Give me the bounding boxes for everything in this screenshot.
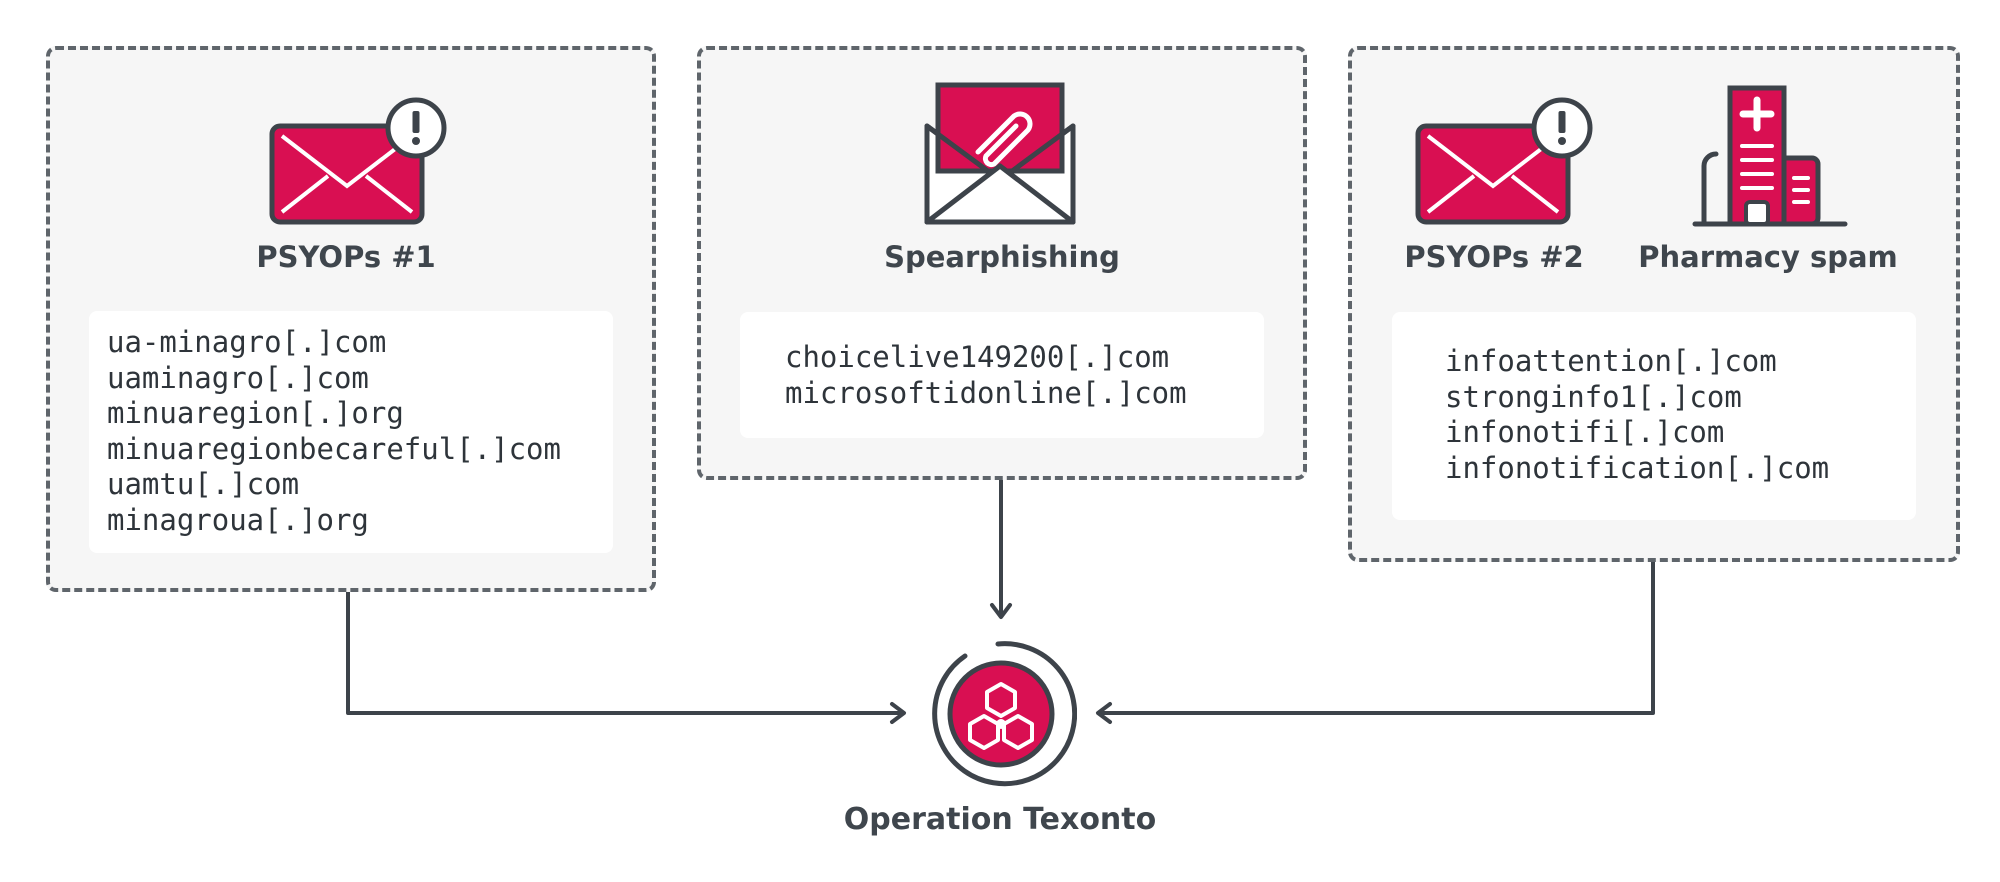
- panel-label-pharmacy-spam: Pharmacy spam: [1638, 240, 1898, 274]
- domain-entry: infonotifi[.]com: [1445, 415, 1725, 449]
- domain-entry: uaminagro[.]com: [107, 360, 369, 395]
- domain-entry: infoattention[.]com: [1445, 344, 1777, 378]
- domain-entry: choicelive149200[.]com: [785, 340, 1170, 374]
- biohazard-icon: [932, 641, 1077, 787]
- envelope-with-attachment-icon: [924, 82, 1076, 225]
- domain-list-psyops-1: ua-minagro[.]com uaminagro[.]com minuare…: [89, 311, 613, 553]
- domain-list-psyops-2: infoattention[.]com stronginfo1[.]com in…: [1392, 312, 1916, 520]
- warning-envelope-icon: [269, 97, 447, 225]
- domain-entry: minuaregionbecareful[.]com: [107, 431, 561, 466]
- domain-list-spearphishing: choicelive149200[.]com microsoftidonline…: [740, 312, 1264, 438]
- pharmacy-building-icon: [1692, 85, 1848, 227]
- domain-entry: infonotification[.]com: [1445, 450, 1830, 485]
- panel-label-psyops-1: PSYOPs #1: [256, 240, 436, 274]
- domain-entry: stronginfo1[.]com: [1445, 379, 1742, 414]
- connector-psyops2: [1098, 558, 1655, 715]
- domain-entry: uamtu[.]com: [107, 467, 300, 501]
- arrowhead-down: [990, 603, 1012, 619]
- target-label: Operation Texonto: [843, 802, 1157, 837]
- panel-label-spearphishing: Spearphishing: [884, 240, 1120, 274]
- domain-entry: ua-minagro[.]com: [107, 325, 387, 359]
- panel-label-psyops-2: PSYOPs #2: [1404, 240, 1584, 274]
- connector-psyops1: [346, 590, 904, 715]
- domain-entry: minuaregion[.]org: [107, 396, 404, 430]
- arrowhead-left: [890, 702, 906, 724]
- domain-entry: minagroua[.]org: [107, 502, 369, 537]
- warning-envelope-icon: [1415, 97, 1593, 225]
- arrowhead-right: [1096, 702, 1112, 724]
- domain-entry: microsoftidonline[.]com: [785, 375, 1187, 410]
